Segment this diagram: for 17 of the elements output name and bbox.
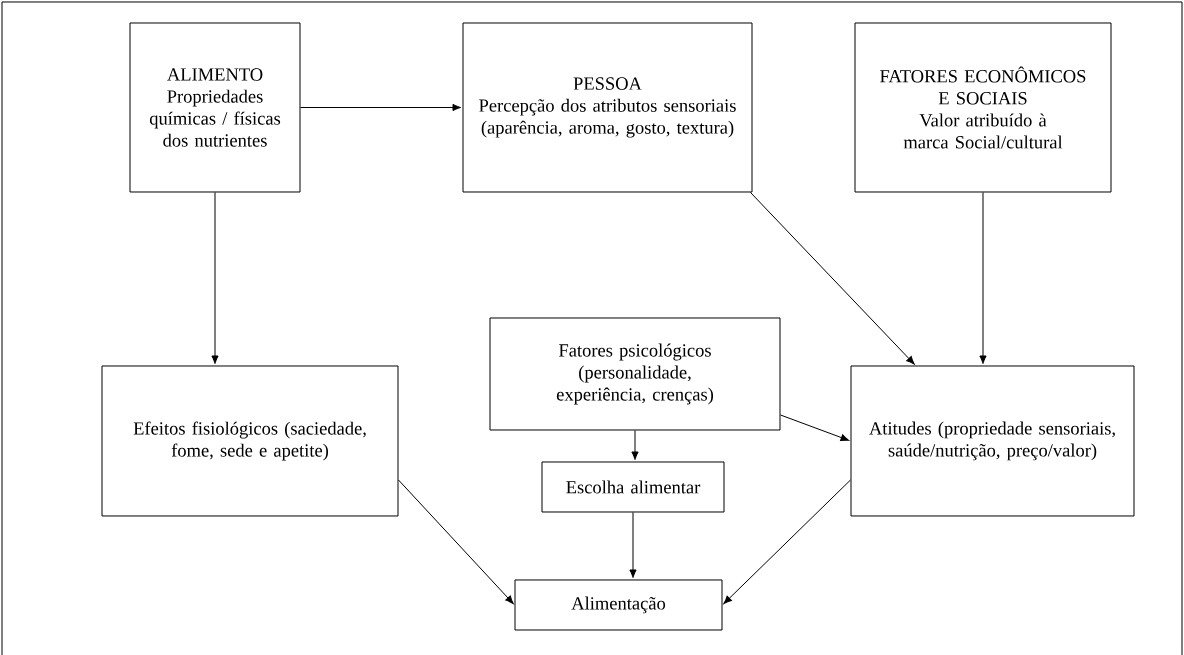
process-box: Alimentação [514, 579, 723, 631]
process-box: PESSOA Percepção dos atributos sensoriais (aparência, aroma, gosto, textura) [462, 22, 753, 193]
arrow [780, 414, 850, 442]
arrow [398, 479, 514, 605]
arrow [750, 192, 915, 365]
arrow [631, 430, 639, 461]
arrow [723, 479, 851, 605]
process-box: ALIMENTO Propriedades químicas / físicas dos nutrientes [129, 22, 301, 193]
arrow [979, 192, 987, 365]
process-box: Atitudes (propriedade sensoriais, saúde/nutrição, preço/valor) [850, 365, 1135, 517]
process-box: Escolha alimentar [541, 461, 725, 513]
arrow [300, 103, 462, 112]
arrow [211, 192, 219, 365]
arrow [629, 512, 637, 579]
process-box: Efeitos fisiológicos (saciedade, fome, sede e apetite) [101, 365, 399, 517]
process-box: FATORES ECONÔMICOS E SOCIAIS Valor atribuído à marca Social/cultural [854, 22, 1112, 193]
process-box: Fatores psicológicos (personalidade, experiência, crenças) [489, 317, 781, 431]
